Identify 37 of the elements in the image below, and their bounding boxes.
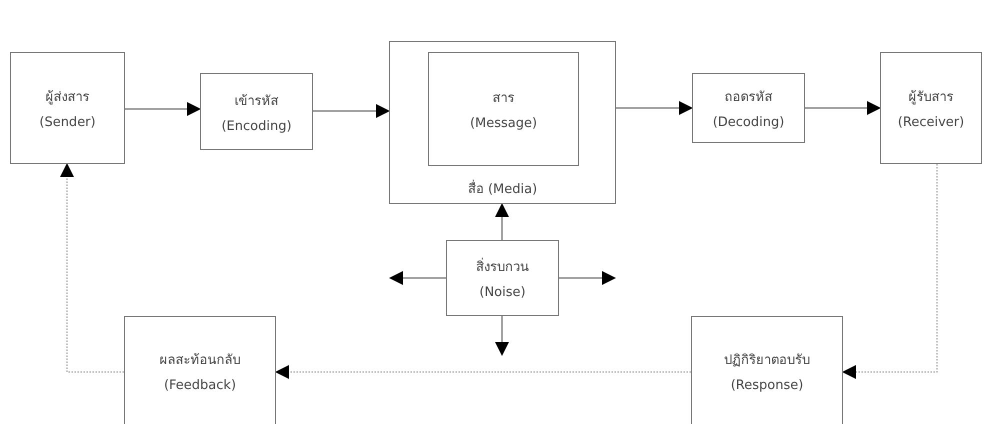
arrow — [495, 203, 509, 240]
process-box — [446, 240, 559, 316]
process-box — [389, 41, 616, 204]
inner-box — [428, 52, 579, 166]
arrow — [804, 101, 881, 115]
node-label: ผู้รับสาร — [908, 89, 954, 107]
arrow — [616, 101, 693, 115]
arrow — [495, 316, 509, 356]
process-box — [691, 316, 843, 424]
node-label: สิ่งรบกวน — [476, 256, 529, 277]
node-label: ผลสะท้อนกลับ — [160, 352, 240, 370]
node-label: (Noise) — [479, 285, 526, 300]
arrow — [558, 271, 616, 285]
arrow — [60, 163, 124, 372]
node-label: (Receiver) — [898, 115, 964, 130]
node-label: (Encoding) — [221, 118, 292, 134]
node-label: ผู้ส่งสาร — [46, 89, 90, 107]
arrow — [389, 271, 446, 285]
process-box — [200, 73, 313, 150]
node-label: ถอดรหัส — [724, 89, 772, 107]
arrow — [275, 365, 692, 379]
arrow — [312, 104, 390, 118]
node-label: (Feedback) — [164, 378, 236, 393]
arrow — [124, 102, 201, 116]
arrow — [842, 164, 938, 379]
node-label: (Decoding) — [712, 115, 784, 130]
node-label: (Response) — [730, 378, 804, 393]
node-label: สาร — [492, 90, 514, 108]
process-box — [880, 52, 982, 164]
process-box — [10, 52, 125, 164]
process-box — [124, 316, 276, 424]
node-label: ปฏิกิริยาตอบรับ — [724, 352, 810, 370]
node-label: สื่อ (Media) — [468, 178, 538, 199]
node-label: เข้ารหัส — [234, 92, 278, 110]
node-label: (Message) — [470, 116, 538, 131]
node-label: (Sender) — [39, 115, 96, 130]
process-box — [692, 73, 805, 143]
